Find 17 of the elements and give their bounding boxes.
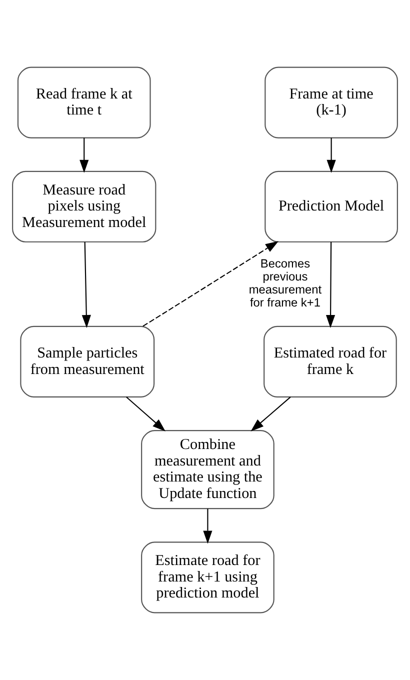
arrow — [80, 138, 89, 173]
node-box: Estimated road for frame k — [264, 326, 397, 398]
arrow — [250, 396, 291, 432]
arrow — [326, 242, 336, 328]
arrow — [326, 138, 336, 173]
arrow — [126, 396, 166, 432]
node-box: Sample particles from measurement — [20, 326, 155, 398]
arrow — [142, 241, 279, 327]
arrow — [203, 508, 212, 544]
node-box: Frame at time (k-1) — [264, 66, 398, 138]
node-box: Combine measurement and estimate using the Update function — [141, 430, 274, 510]
node-box: Measure road pixels using Measurement model — [12, 170, 156, 242]
node-box: Estimate road for frame k+1 using prediction model — [141, 542, 274, 614]
node-box: Read frame k at time t — [17, 66, 151, 138]
arrow — [82, 242, 91, 328]
node-box: Prediction Model — [264, 170, 398, 242]
edge-label: Becomes previous measurement for frame k+1 — [248, 256, 322, 310]
